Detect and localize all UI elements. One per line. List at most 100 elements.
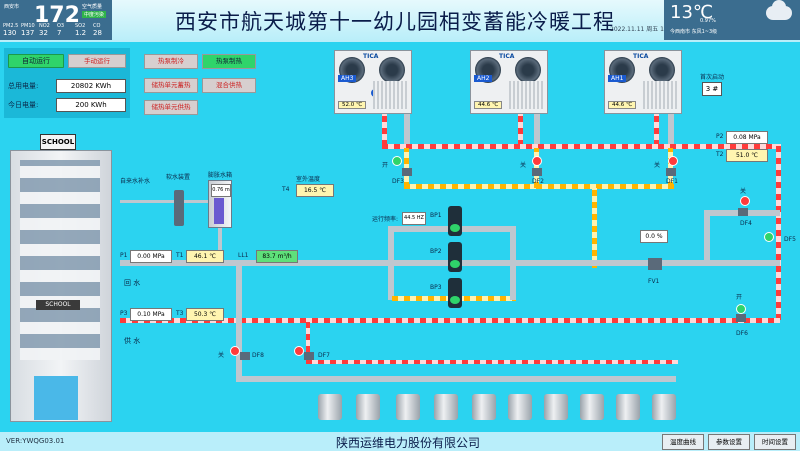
metric-value: 7 [57, 29, 62, 37]
startup-value: 3 # [702, 82, 722, 96]
heat-pump-heat-button[interactable]: 热泵制热 [202, 54, 256, 69]
pipe-makeup [180, 200, 224, 203]
supply-line-label: 供 水 [124, 337, 141, 345]
valve-icon[interactable] [532, 156, 542, 166]
pipe-tank-header [236, 376, 676, 382]
pump-bp1[interactable] [448, 206, 462, 236]
storage-supply-button[interactable]: 储热单元供热 [144, 100, 198, 115]
weather-temp: 13℃ [670, 2, 714, 23]
valve-body [402, 168, 412, 176]
params-settings-button[interactable]: 参数设置 [708, 434, 750, 450]
page-title: 西安市航天城第十一幼儿园相变蓄能冷暖工程 [175, 10, 615, 34]
metric-value: 130 [3, 29, 17, 37]
control-panel: 自动运行 手动运行 总用电量: 20802 KWh 今日电量: 200 KWh [4, 48, 130, 118]
aqi-value: 172 [34, 3, 80, 28]
tank-level-bar [214, 198, 224, 224]
valve-icon[interactable] [294, 346, 304, 356]
chiller-ah1[interactable]: TICA AH1 44.6 ℃ [604, 50, 682, 114]
t1-label: T1 [176, 252, 184, 259]
valve-body [532, 168, 542, 176]
storage-tank[interactable] [318, 394, 342, 420]
chiller-temp: 44.6 ℃ [474, 101, 503, 109]
metric-name: NO2 [39, 23, 50, 29]
valve-icon[interactable] [740, 196, 750, 206]
temp-curve-button[interactable]: 温度曲线 [662, 434, 704, 450]
datetime: 2022.11.11 周五 13:22:38 [610, 26, 688, 33]
pipe-tank-header [306, 360, 678, 364]
company-name: 陕西运维电力股份有限公司 [336, 436, 481, 450]
valve-icon[interactable] [230, 346, 240, 356]
auto-run-button[interactable]: 自动运行 [8, 54, 64, 68]
pump-bp3[interactable] [448, 278, 462, 308]
pipe-return-header [404, 184, 674, 189]
valve-label-df8: DF8 [252, 352, 264, 359]
storage-tank[interactable] [580, 394, 604, 420]
freq-label: 运行频率: [372, 216, 399, 223]
brand-logo: TICA [363, 53, 379, 60]
valve-label-df5: DF5 [784, 236, 796, 243]
valve-label-df7: DF7 [318, 352, 330, 359]
storage-tank[interactable] [396, 394, 420, 420]
chiller-label: AH3 [338, 75, 357, 82]
pipe-supply-main [120, 318, 780, 323]
pump-label-bp3: BP3 [430, 284, 442, 291]
fv1-valve[interactable] [648, 258, 662, 270]
total-energy-value: 20802 KWh [56, 79, 126, 93]
storage-tank[interactable] [434, 394, 458, 420]
outdoor-temp: 16.5 ℃ [296, 184, 334, 197]
grill [509, 81, 543, 109]
storage-tank[interactable] [356, 394, 380, 420]
storage-tank[interactable] [508, 394, 532, 420]
storage-heat-button[interactable]: 储热单元蓄热 [144, 78, 198, 93]
pipe [534, 112, 540, 148]
pipe [404, 112, 410, 148]
school-building: SCHOOL SCHOOL [6, 134, 114, 425]
valve-label-df2: DF2 [532, 178, 544, 185]
chiller-ah3[interactable]: TICA AH3 52.0 ℃ [334, 50, 412, 114]
valve-state: 关 [654, 162, 661, 169]
outdoor-label: 室外温度 [296, 176, 321, 183]
today-energy-value: 200 KWh [56, 98, 126, 112]
pump-label-bp1: BP1 [430, 212, 442, 219]
metric-value: 1.2 [75, 29, 87, 37]
chiller-ah2[interactable]: TICA AH2 44.6 ℃ [470, 50, 548, 114]
valve-body [240, 352, 250, 360]
t3-label: T3 [176, 310, 184, 317]
pipe-tank [306, 322, 310, 364]
total-energy-label: 总用电量: [8, 82, 39, 90]
ll1-label: LL1 [238, 252, 249, 259]
valve-icon[interactable] [392, 156, 402, 166]
p2-label: P2 [716, 133, 724, 140]
valve-state: 关 [740, 188, 747, 195]
pipe [704, 210, 710, 266]
valve-body [738, 208, 748, 216]
softener-unit [174, 190, 184, 226]
pump-bp2[interactable] [448, 242, 462, 272]
brand-logo: TICA [499, 53, 515, 60]
pipe-makeup [120, 200, 180, 203]
chiller-temp: 44.6 ℃ [608, 101, 637, 109]
valve-icon[interactable] [736, 304, 746, 314]
p1-value: 0.00 MPa [130, 250, 172, 263]
time-settings-button[interactable]: 时间设置 [754, 434, 796, 450]
mixed-supply-button[interactable]: 混合供热 [202, 78, 256, 93]
valve-icon[interactable] [668, 156, 678, 166]
storage-tank[interactable] [616, 394, 640, 420]
metric-name: O3 [57, 23, 65, 29]
storage-tank[interactable] [544, 394, 568, 420]
manual-run-button[interactable]: 手动运行 [68, 54, 126, 68]
startup-label: 首次启动 [700, 74, 725, 81]
pipe-hot [518, 112, 523, 146]
metric-name: PM10 [21, 23, 35, 29]
metric-name: SO2 [75, 23, 86, 29]
valve-icon[interactable] [764, 232, 774, 242]
pipe-hot [382, 112, 387, 146]
valve-state: 开 [382, 162, 389, 169]
valve-state: 关 [218, 352, 225, 359]
metric-value: 28 [93, 29, 102, 37]
storage-tank[interactable] [472, 394, 496, 420]
t3-value: 50.3 ℃ [186, 308, 224, 321]
mode-panel: 热泵制冷 热泵制热 储热单元蓄热 混合供热 储热单元供热 [140, 50, 262, 120]
heat-pump-cool-button[interactable]: 热泵制冷 [144, 54, 198, 69]
storage-tank[interactable] [652, 394, 676, 420]
